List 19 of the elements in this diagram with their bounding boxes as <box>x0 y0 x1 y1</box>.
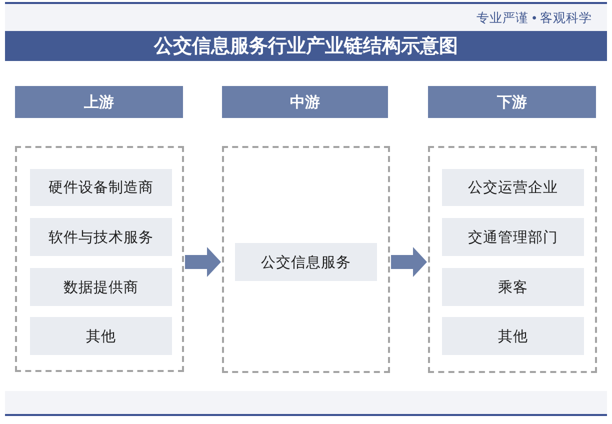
category-box: 硬件设备制造商 <box>30 169 172 206</box>
category-box: 公交运营企业 <box>442 169 584 206</box>
stage-header: 下游 <box>428 86 596 118</box>
dashed-frame <box>222 146 390 373</box>
category-box: 其他 <box>30 317 172 355</box>
title-banner: 公交信息服务行业产业链结构示意图 <box>5 31 607 61</box>
dashed-frame <box>428 146 597 373</box>
category-box: 公交信息服务 <box>235 243 377 281</box>
category-box: 其他 <box>442 317 584 355</box>
dashed-frame <box>15 146 184 372</box>
stage-header: 中游 <box>222 86 388 118</box>
stage-header: 上游 <box>15 86 183 118</box>
arrow <box>185 247 221 277</box>
category-box: 数据提供商 <box>30 268 172 306</box>
category-box: 交通管理部门 <box>442 218 584 256</box>
category-box: 软件与技术服务 <box>30 218 172 256</box>
slogan-text: 专业严谨 • 客观科学 <box>476 10 592 27</box>
arrow <box>391 247 427 277</box>
category-box: 乘客 <box>442 268 584 306</box>
